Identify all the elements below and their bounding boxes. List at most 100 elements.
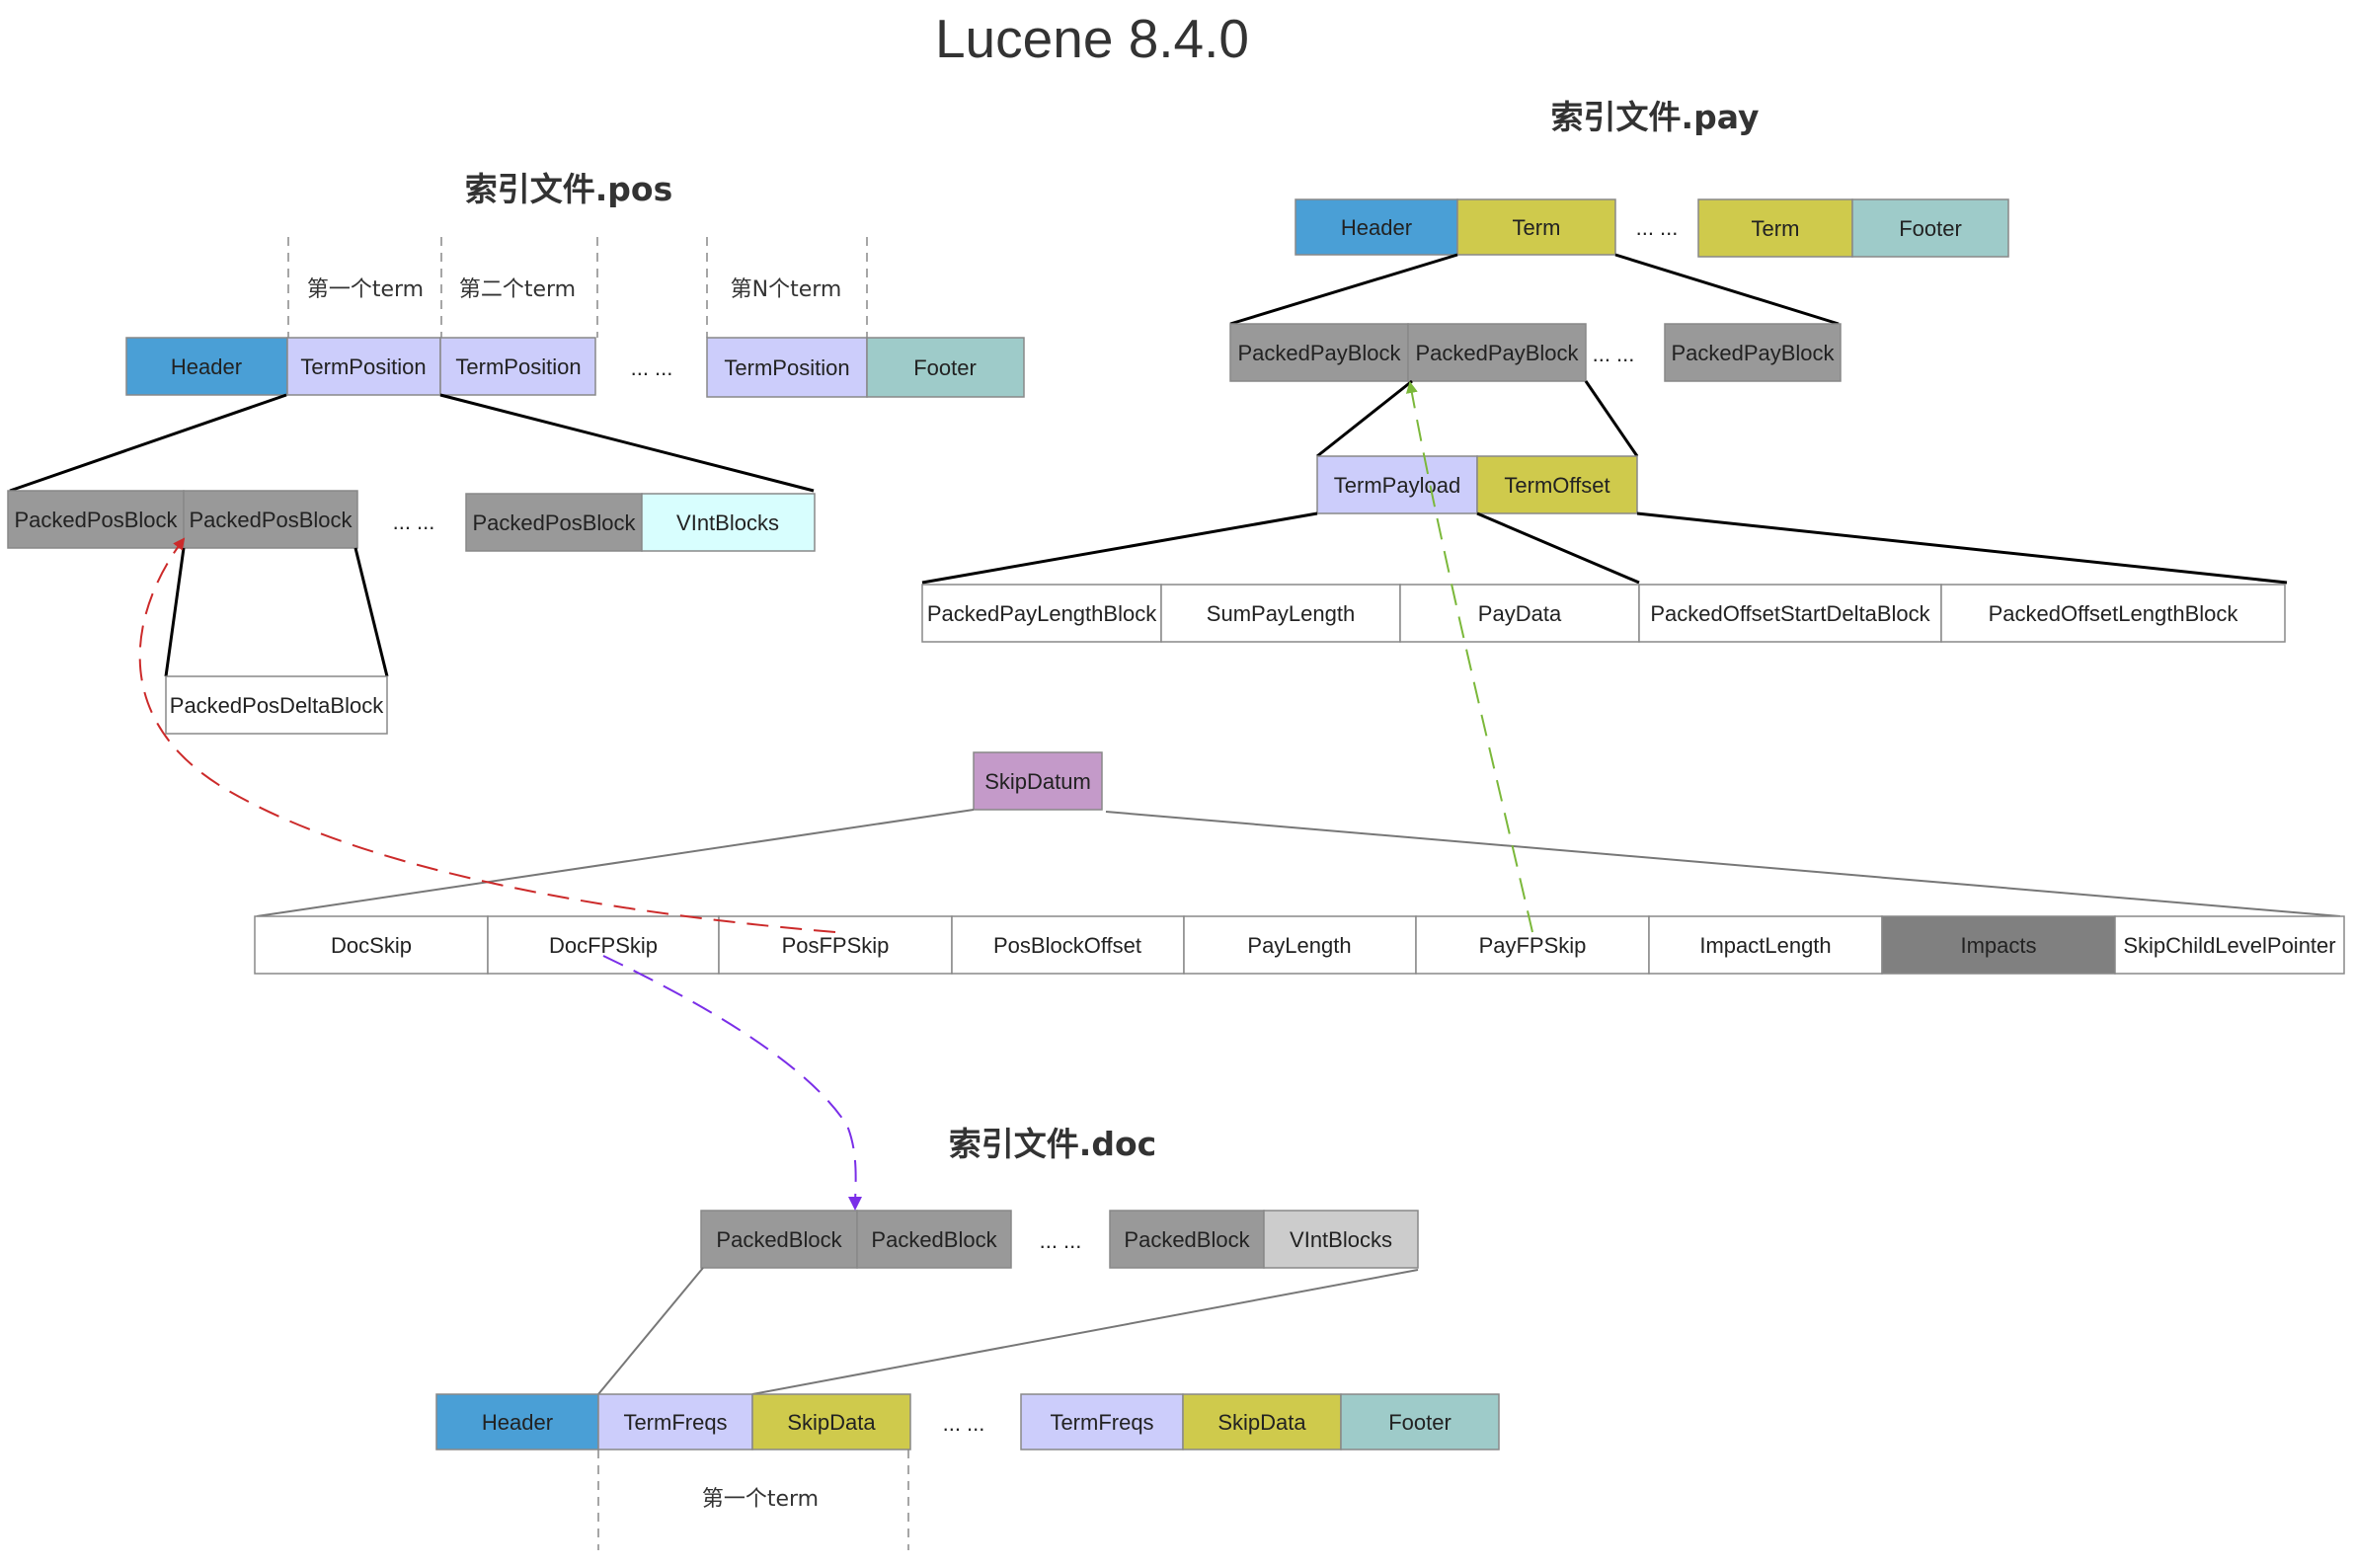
- svg-text:TermFreqs: TermFreqs: [1050, 1410, 1153, 1435]
- svg-text:PackedBlock: PackedBlock: [1124, 1227, 1250, 1252]
- skip-tree-line: [256, 809, 975, 917]
- svg-text:Term: Term: [1752, 216, 1800, 241]
- skip-impact-length-box: ImpactLength: [1648, 915, 1883, 975]
- doc-packed-block-box: PackedBlock: [1109, 1210, 1265, 1269]
- svg-text:PayLength: PayLength: [1247, 933, 1351, 958]
- doc-term-label: 第一个term: [702, 1487, 819, 1512]
- svg-text:VIntBlocks: VIntBlocks: [1290, 1227, 1392, 1252]
- doc-row2-ellipsis: ... ...: [943, 1411, 985, 1436]
- svg-text:PackedOffsetLengthBlock: PackedOffsetLengthBlock: [1989, 601, 2239, 626]
- svg-text:PayData: PayData: [1478, 601, 1562, 626]
- pos-term-label-2: 第二个term: [459, 277, 576, 302]
- pay-tree-line: [1476, 511, 1640, 585]
- skip-child-level-pointer-box: SkipChildLevelPointer: [2114, 915, 2345, 975]
- pos-delta-tree-line: [164, 547, 186, 677]
- pos-fp-skip-pointer-arrow: [138, 537, 836, 933]
- pos-packed-pos-delta-block-box: PackedPosDeltaBlock: [165, 675, 388, 735]
- skip-pay-fp-skip-box: PayFPSkip: [1415, 915, 1650, 975]
- doc-term-freqs-box: TermFreqs: [1020, 1393, 1184, 1450]
- svg-text:PackedOffsetStartDeltaBlock: PackedOffsetStartDeltaBlock: [1650, 601, 1930, 626]
- pay-header-box: Header: [1295, 198, 1458, 256]
- svg-text:PackedPayBlock: PackedPayBlock: [1671, 341, 1835, 365]
- pos-vint-blocks-box: VIntBlocks: [641, 493, 816, 552]
- doc-skip-data-box: SkipData: [751, 1393, 911, 1450]
- pay-tree-line: [1316, 379, 1413, 458]
- svg-text:PackedPayBlock: PackedPayBlock: [1415, 341, 1579, 365]
- pay-term-box: Term: [1697, 198, 1853, 258]
- svg-text:DocSkip: DocSkip: [331, 933, 412, 958]
- skip-tree-line: [1105, 811, 2341, 917]
- svg-text:PackedPosDeltaBlock: PackedPosDeltaBlock: [170, 693, 384, 718]
- svg-text:Header: Header: [171, 354, 242, 379]
- svg-text:Header: Header: [1341, 215, 1412, 240]
- svg-text:PosFPSkip: PosFPSkip: [782, 933, 890, 958]
- pay-fp-skip-pointer-arrow: [1405, 381, 1533, 933]
- svg-text:SumPayLength: SumPayLength: [1207, 601, 1355, 626]
- doc-skip-data-box: SkipData: [1182, 1393, 1342, 1450]
- pay-packed-pay-length-block-box: PackedPayLengthBlock: [921, 584, 1162, 643]
- pay-row2-ellipsis: ... ...: [1593, 342, 1635, 366]
- svg-text:TermPosition: TermPosition: [724, 355, 849, 380]
- svg-text:PosBlockOffset: PosBlockOffset: [993, 933, 1141, 958]
- pay-tree-line: [1614, 253, 1840, 326]
- svg-text:PackedPosBlock: PackedPosBlock: [472, 510, 636, 535]
- skip-pos-fp-skip-box: PosFPSkip: [718, 915, 953, 975]
- svg-text:PayFPSkip: PayFPSkip: [1479, 933, 1587, 958]
- doc-term-freqs-box: TermFreqs: [597, 1393, 753, 1450]
- doc-vint-blocks-box: VIntBlocks: [1263, 1210, 1419, 1269]
- pos-row2-ellipsis: ... ...: [393, 510, 435, 534]
- svg-text:Footer: Footer: [1899, 216, 1962, 241]
- skip-doc-skip-box: DocSkip: [254, 915, 489, 975]
- pos-tree-line: [9, 393, 287, 493]
- svg-text:SkipData: SkipData: [1217, 1410, 1306, 1435]
- svg-text:PackedBlock: PackedBlock: [716, 1227, 842, 1252]
- skip-pay-length-box: PayLength: [1183, 915, 1417, 975]
- svg-text:ImpactLength: ImpactLength: [1699, 933, 1831, 958]
- doc-row1-ellipsis: ... ...: [1040, 1228, 1082, 1253]
- pos-delta-tree-line: [353, 547, 389, 677]
- svg-text:Footer: Footer: [1388, 1410, 1452, 1435]
- doc-section-title: 索引文件.doc: [949, 1125, 1156, 1163]
- svg-text:PackedBlock: PackedBlock: [871, 1227, 997, 1252]
- doc-footer-box: Footer: [1340, 1393, 1500, 1450]
- pay-packed-pay-block-box: PackedPayBlock: [1407, 323, 1587, 382]
- pos-term-position-box: TermPosition: [706, 337, 868, 398]
- pos-section-title: 索引文件.pos: [465, 170, 672, 208]
- skip-impacts-box: Impacts: [1881, 915, 2116, 975]
- pos-term-label-n: 第N个term: [731, 277, 842, 302]
- doc-tree-line: [597, 1267, 704, 1395]
- svg-text:PackedPosBlock: PackedPosBlock: [189, 508, 353, 532]
- doc-packed-block-box: PackedBlock: [700, 1210, 858, 1269]
- pay-row1-ellipsis: ... ...: [1636, 215, 1679, 240]
- pay-packed-offset-start-delta-block-box: PackedOffsetStartDeltaBlock: [1638, 584, 1942, 643]
- svg-text:TermPosition: TermPosition: [455, 354, 581, 379]
- svg-text:PackedPosBlock: PackedPosBlock: [14, 508, 178, 532]
- svg-text:DocFPSkip: DocFPSkip: [549, 933, 658, 958]
- pay-packed-pay-block-box: PackedPayBlock: [1229, 323, 1409, 382]
- svg-text:VIntBlocks: VIntBlocks: [676, 510, 779, 535]
- pay-term-payload-box: TermPayload: [1316, 455, 1478, 514]
- pos-tree-line: [439, 393, 815, 493]
- pos-header-box: Header: [125, 337, 288, 396]
- pos-packed-pos-block-box: PackedPosBlock: [183, 490, 358, 549]
- pay-packed-offset-length-block-box: PackedOffsetLengthBlock: [1940, 584, 2286, 643]
- svg-text:Impacts: Impacts: [1960, 933, 2036, 958]
- pay-packed-pay-block-box: PackedPayBlock: [1664, 323, 1842, 382]
- pay-tree-line: [921, 511, 1318, 585]
- skip-datum-box: SkipDatum: [973, 751, 1103, 811]
- pos-term-label-1: 第一个term: [307, 277, 424, 302]
- svg-text:Header: Header: [482, 1410, 553, 1435]
- pos-packed-pos-block-box: PackedPosBlock: [7, 490, 185, 549]
- pos-footer-box: Footer: [866, 337, 1025, 398]
- svg-text:TermFreqs: TermFreqs: [623, 1410, 727, 1435]
- pay-pay-data-box: PayData: [1399, 584, 1640, 643]
- page-title: Lucene 8.4.0: [935, 8, 1249, 69]
- pos-term-position-box: TermPosition: [286, 337, 441, 396]
- pay-tree-line: [1584, 380, 1639, 457]
- pay-tree-line: [1229, 253, 1458, 326]
- doc-tree-line: [751, 1269, 1419, 1395]
- pos-packed-pos-block-box: PackedPosBlock: [465, 493, 643, 552]
- pay-sum-pay-length-box: SumPayLength: [1160, 584, 1401, 643]
- svg-text:Term: Term: [1513, 215, 1561, 240]
